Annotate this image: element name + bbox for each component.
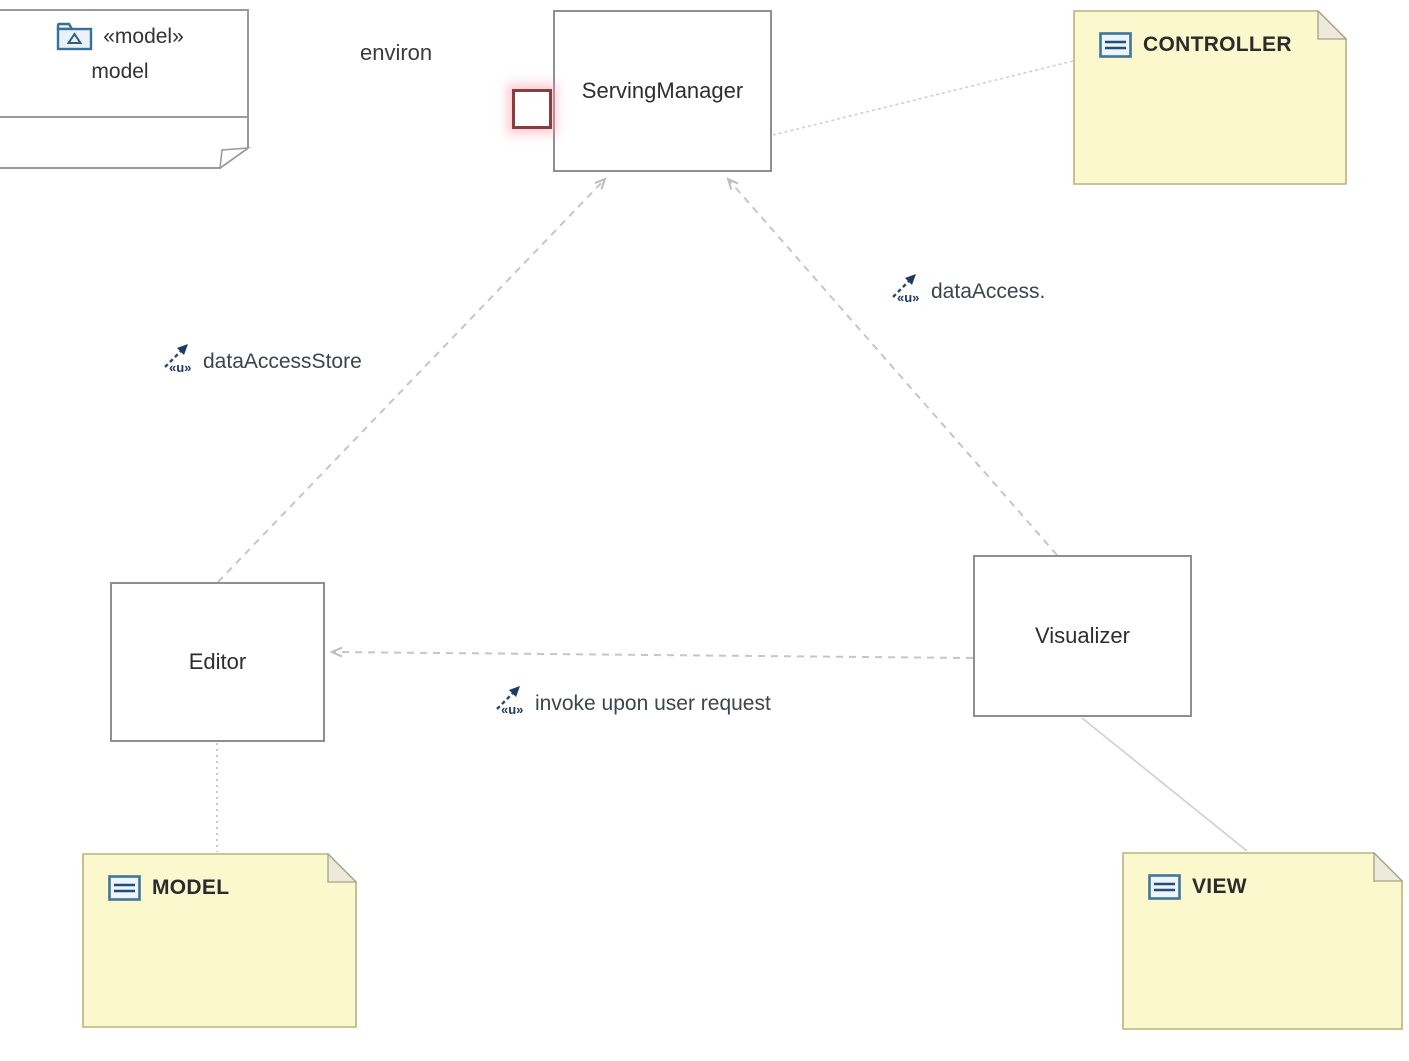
note-model[interactable]: MODEL [82,853,357,1028]
component-serving-manager[interactable]: ServingManager [553,10,772,172]
model-folder-icon [56,22,94,52]
model-stereotype: «model» [103,25,184,48]
note-controller[interactable]: CONTROLLER [1073,10,1347,185]
svg-text:«u»: «u» [501,702,523,717]
component-editor[interactable]: Editor [110,582,325,742]
note-icon [108,875,141,901]
dependency-label-invoke: «u» invoke upon user request [488,680,774,718]
note-controller-label: CONTROLLER [1143,33,1292,56]
note-shape [82,853,357,1028]
note-shape [1122,852,1403,1030]
dependency-label-data-access: «u» dataAccess. [884,268,1049,306]
dependency-visualizer-to-editor [329,646,974,659]
usage-dependency-icon: «u» [887,269,923,305]
svg-text:«u»: «u» [897,290,919,305]
usage-dependency-icon: «u» [491,681,527,717]
dependency-visualizer-to-servingmanager [726,177,1058,556]
model-name: model [91,60,149,83]
attachment-servingmanager-controller [772,60,1074,136]
component-visualizer[interactable]: Visualizer [973,555,1192,717]
note-view-label: VIEW [1192,875,1247,898]
component-serving-manager-label: ServingManager [581,78,744,103]
attachment-visualizer-view [1081,717,1248,852]
note-model-label: MODEL [152,876,230,899]
svg-text:«u»: «u» [169,360,191,375]
dependency-label-text: dataAccess. [931,279,1046,303]
dependency-label-text: invoke upon user request [535,691,771,715]
note-icon [1099,32,1132,58]
model-package-shape[interactable]: «model» model [0,0,260,185]
environ-port[interactable] [512,89,552,129]
note-shape [1073,10,1347,185]
component-visualizer-label: Visualizer [1035,623,1130,648]
dependency-label-text: dataAccessStore [203,349,362,373]
note-icon [1148,874,1181,900]
note-view[interactable]: VIEW [1122,852,1403,1030]
dependency-label-data-access-store: «u» dataAccessStore [156,338,365,376]
component-editor-label: Editor [188,649,247,674]
usage-dependency-icon: «u» [159,339,195,375]
port-label-environ: environ [360,40,433,65]
dependency-editor-to-servingmanager [217,177,607,583]
